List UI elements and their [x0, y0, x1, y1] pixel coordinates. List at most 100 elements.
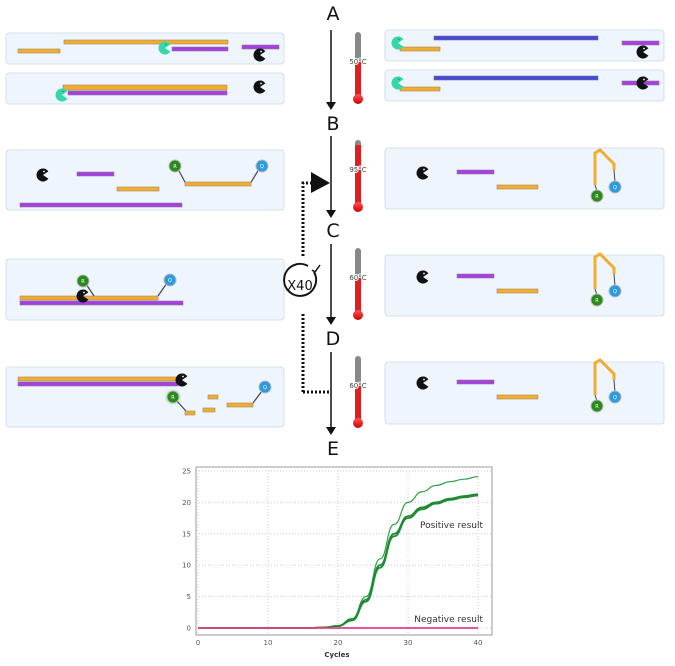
quencher-dye-icon: Q	[255, 159, 269, 173]
loop-arrowhead-icon	[311, 172, 330, 193]
svg-text:Q: Q	[260, 164, 264, 170]
cycle-loop: X40	[283, 172, 330, 394]
new-strand	[17, 376, 179, 382]
polymerase-icon	[36, 168, 49, 182]
primer	[17, 48, 61, 54]
reporter-dye-icon: R	[76, 274, 90, 288]
probe-fragment	[207, 394, 219, 400]
step-arrow-icon	[326, 244, 336, 325]
reporter-dye-icon: R	[590, 189, 604, 203]
primer-forward	[496, 394, 539, 400]
step-label-d: D	[326, 328, 341, 350]
reverse-transcriptase-icon	[391, 76, 404, 90]
x-axis-label: Cycles	[324, 651, 349, 659]
y-tick-label: 5	[187, 593, 191, 601]
quencher-dye-icon: Q	[258, 380, 272, 394]
x-tick-label: 0	[196, 639, 200, 647]
svg-text:Q: Q	[263, 385, 267, 391]
step-label-e: E	[327, 438, 339, 460]
x-tick-label: 20	[334, 639, 343, 647]
left-panel-a2	[5, 72, 285, 105]
primer-reverse	[456, 169, 495, 175]
quencher-dye-icon: Q	[608, 180, 622, 194]
plot-frame	[195, 466, 493, 636]
template-strand	[19, 202, 183, 208]
temperature-label: 50°C	[349, 58, 366, 66]
probe-fragment	[184, 410, 196, 416]
primer-reverse	[456, 379, 495, 385]
reverse-transcriptase-icon	[158, 41, 171, 55]
polymerase-icon	[416, 166, 429, 180]
y-tick-label: 0	[187, 625, 191, 633]
taqman-probe	[184, 181, 252, 187]
rna-template	[171, 46, 229, 52]
primer-probe-strand	[19, 295, 159, 301]
polymerase-icon	[175, 373, 188, 387]
rna-strand	[433, 75, 599, 81]
reporter-dye-icon: R	[590, 293, 604, 307]
reporter-dye-icon: R	[168, 159, 182, 173]
y-tick-label: 20	[182, 499, 191, 507]
svg-text:R: R	[595, 404, 599, 410]
x-tick-label: 10	[264, 639, 273, 647]
temperature-label: 95°C	[349, 166, 366, 174]
rna-template	[67, 90, 228, 96]
polymerase-icon	[416, 270, 429, 284]
temperature-label: 60°C	[349, 382, 366, 390]
x-tick-label: 30	[404, 639, 413, 647]
polymerase-icon	[636, 45, 649, 59]
cdna-strand	[62, 84, 228, 91]
primer-forward	[496, 288, 539, 294]
quencher-dye-icon: Q	[608, 284, 622, 298]
repeat-icon	[283, 262, 318, 297]
reverse-transcriptase-icon	[55, 88, 68, 102]
svg-text:Q: Q	[613, 185, 617, 191]
reporter-dye-icon: R	[166, 390, 180, 404]
step-arrow-icon	[326, 352, 336, 435]
positive-result-label: Positive result	[420, 521, 483, 531]
polymerase-icon	[76, 289, 89, 303]
probe-fragment	[226, 402, 254, 408]
thermometer-icon: 60°C	[348, 356, 368, 428]
primer-forward	[116, 186, 160, 192]
primer-forward	[496, 184, 539, 190]
right-panel-a1	[384, 29, 665, 62]
svg-text:Q: Q	[613, 289, 617, 295]
svg-text:R: R	[595, 194, 599, 200]
right-panel-d	[384, 361, 665, 425]
rna-strand	[433, 35, 599, 41]
svg-text:R: R	[171, 395, 175, 401]
polymerase-icon	[253, 80, 266, 94]
primer-reverse	[456, 273, 495, 279]
thermometer-icon: 95°C	[348, 140, 368, 212]
x-tick-label: 40	[474, 639, 483, 647]
polymerase-icon	[416, 376, 429, 390]
primer-reverse	[76, 171, 115, 177]
left-panel-c	[5, 258, 285, 321]
y-tick-label: 25	[182, 468, 191, 476]
quencher-dye-icon: Q	[163, 273, 177, 287]
right-panel-c	[384, 254, 665, 317]
step-label-c: C	[326, 220, 339, 242]
rna-fragment	[241, 44, 280, 50]
left-panel-a1	[5, 32, 285, 65]
right-panel-b	[384, 147, 665, 210]
thermometer-icon: 50°C	[348, 32, 368, 104]
cdna-strand	[63, 39, 229, 45]
quencher-dye-icon: Q	[608, 390, 622, 404]
svg-text:R: R	[595, 298, 599, 304]
cycle-count-label: X40	[287, 279, 312, 294]
left-panel-b	[5, 149, 285, 211]
svg-text:Q: Q	[168, 278, 172, 284]
thermometer-icon: 60°C	[348, 248, 368, 320]
svg-text:R: R	[81, 279, 85, 285]
left-panel-d	[5, 366, 285, 428]
svg-text:R: R	[173, 164, 177, 170]
step-label-a: A	[327, 3, 340, 25]
step-arrow-icon	[326, 30, 336, 110]
reporter-dye-icon: R	[590, 399, 604, 413]
template-strand	[19, 300, 184, 306]
probe-fragment	[202, 407, 216, 413]
